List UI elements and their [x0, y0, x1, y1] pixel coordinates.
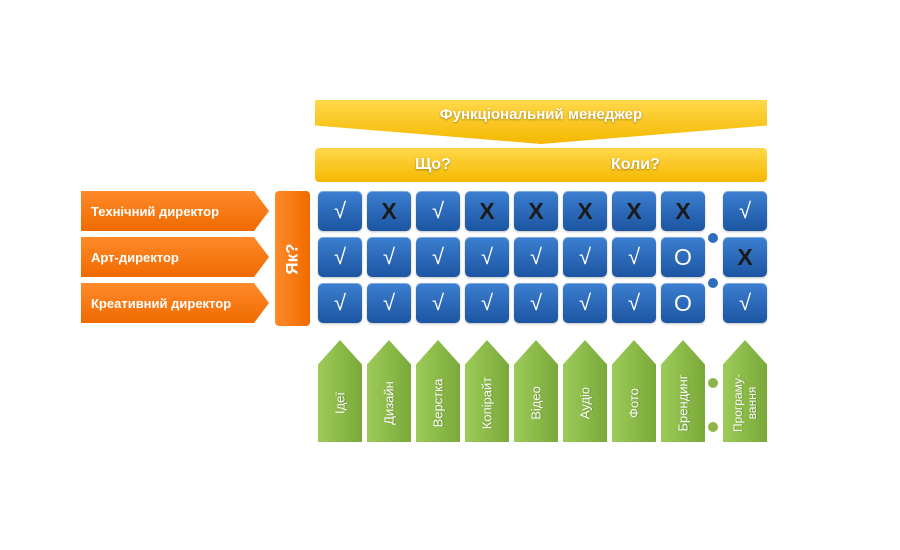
- matrix-cell: √: [318, 283, 362, 323]
- activity-label: Верстка: [430, 378, 446, 428]
- matrix-cell: X: [563, 191, 607, 231]
- matrix-cell: √: [612, 237, 656, 277]
- matrix-cell: √: [612, 283, 656, 323]
- activity-label: Фото: [626, 388, 642, 419]
- matrix-cell: √: [416, 283, 460, 323]
- role-label: Технічний директор: [91, 203, 220, 219]
- activity-label: Аудіо: [577, 387, 593, 420]
- matrix-cell: √: [318, 191, 362, 231]
- activity-arrow: Копірайт: [465, 340, 509, 442]
- matrix-cell: O: [661, 237, 705, 277]
- what-when-bar: Що? Коли?: [315, 148, 767, 182]
- matrix-cell: √: [723, 283, 767, 323]
- functional-manager-banner: Функціональний менеджер: [315, 100, 767, 144]
- role-technical-director: Технічний директор: [81, 191, 269, 231]
- matrix-cell: √: [416, 191, 460, 231]
- activity-connector-dot: [708, 422, 718, 432]
- how-box: Як?: [275, 191, 310, 326]
- activity-arrow: Верстка: [416, 340, 460, 442]
- matrix-cell: X: [514, 191, 558, 231]
- when-label: Коли?: [611, 156, 660, 173]
- matrix-cell: X: [661, 191, 705, 231]
- matrix-cell: X: [612, 191, 656, 231]
- matrix-cell: √: [367, 283, 411, 323]
- role-label: Арт-директор: [91, 249, 179, 265]
- role-creative-director: Креативний директор: [81, 283, 269, 323]
- matrix-cell: X: [723, 237, 767, 277]
- matrix-cell: √: [514, 283, 558, 323]
- matrix-cell: √: [465, 237, 509, 277]
- activity-label: Ідеї: [332, 392, 348, 415]
- activity-arrow: Ідеї: [318, 340, 362, 442]
- matrix-cell: X: [367, 191, 411, 231]
- role-label: Креативний директор: [91, 295, 232, 311]
- activity-label: Брендинг: [675, 374, 691, 432]
- activity-label: Програму-вання: [731, 374, 759, 433]
- activity-label: Дизайн: [381, 381, 397, 426]
- matrix-cell: √: [318, 237, 362, 277]
- activity-label: Відео: [528, 386, 544, 421]
- matrix-cell: X: [465, 191, 509, 231]
- role-art-director: Арт-директор: [81, 237, 269, 277]
- matrix-cell: √: [416, 237, 460, 277]
- how-label: Як?: [282, 242, 302, 275]
- matrix-cell: √: [514, 237, 558, 277]
- matrix-cell: √: [563, 237, 607, 277]
- matrix-cell: √: [723, 191, 767, 231]
- functional-manager-title: Функціональний менеджер: [439, 106, 643, 123]
- activity-arrow: Відео: [514, 340, 558, 442]
- matrix-connector-dot: [708, 278, 718, 288]
- matrix-cell: √: [367, 237, 411, 277]
- matrix-cell: √: [465, 283, 509, 323]
- activity-arrow: Фото: [612, 340, 656, 442]
- matrix-connector-dot: [708, 233, 718, 243]
- matrix-cell: O: [661, 283, 705, 323]
- activity-connector-dot: [708, 378, 718, 388]
- activity-label: Копірайт: [479, 377, 495, 430]
- activity-arrow: Дизайн: [367, 340, 411, 442]
- what-label: Що?: [415, 156, 451, 173]
- activity-arrow: Програму-вання: [723, 340, 767, 442]
- activity-arrow: Аудіо: [563, 340, 607, 442]
- matrix-cell: √: [563, 283, 607, 323]
- activity-arrow: Брендинг: [661, 340, 705, 442]
